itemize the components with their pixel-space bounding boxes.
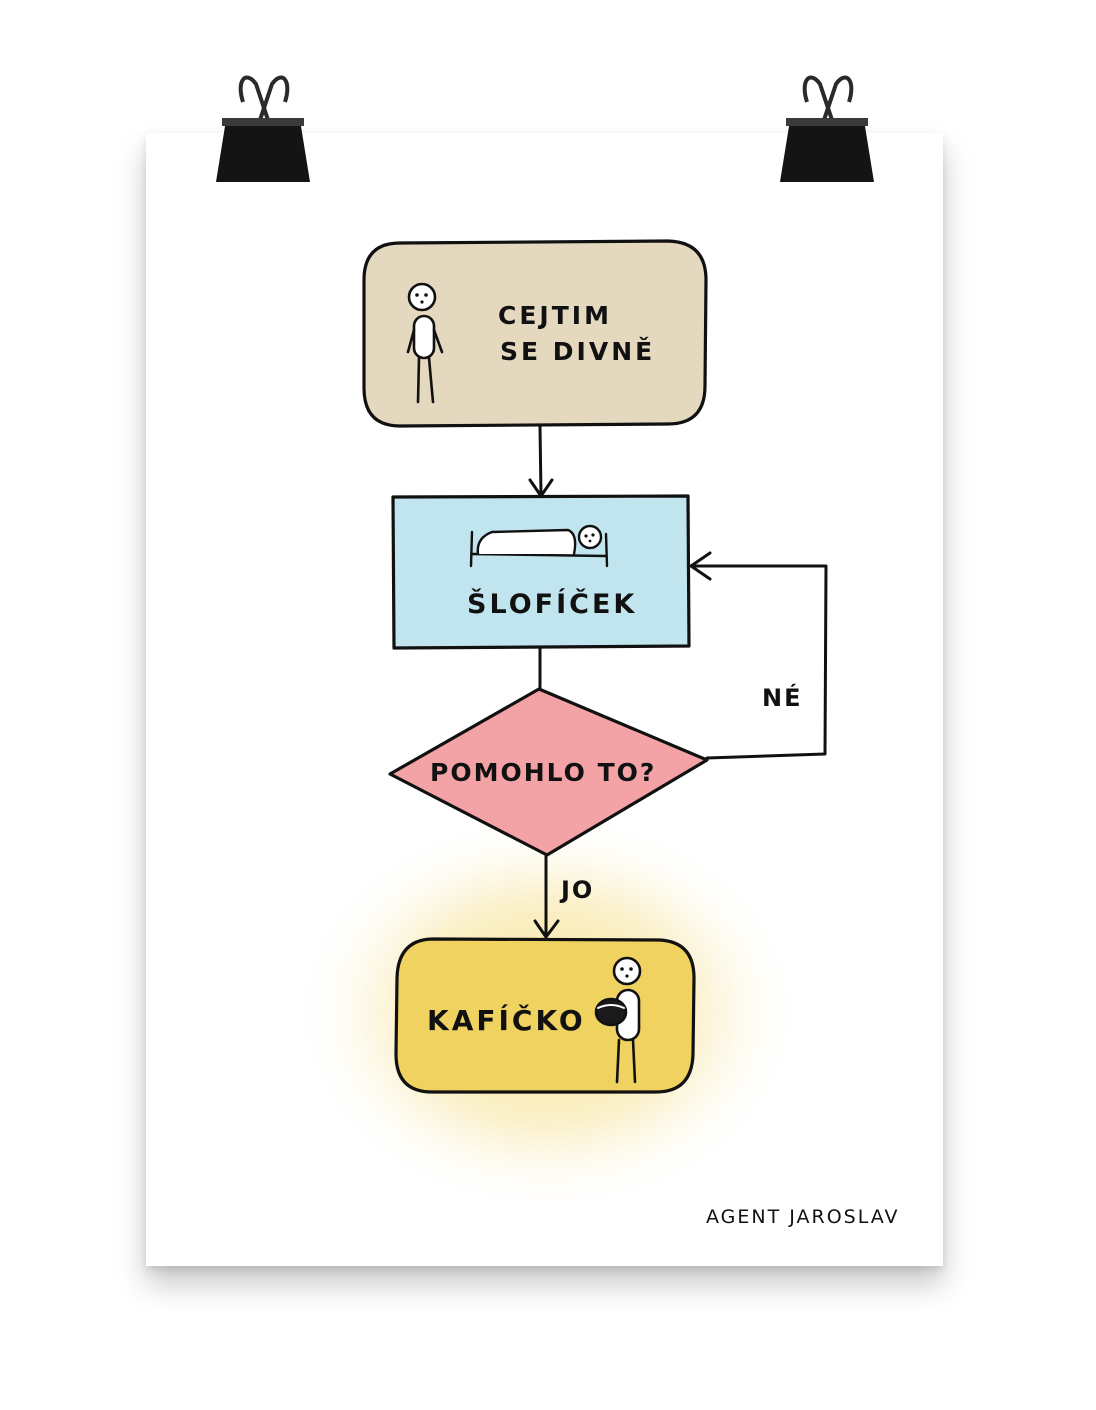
- process-node-label: ŠLOFÍČEK: [467, 588, 637, 620]
- edge-no-loop: [689, 551, 828, 760]
- edge-yes: [533, 854, 560, 939]
- person-standing-icon: [406, 282, 444, 404]
- process-node: ŠLOFÍČEK: [391, 494, 691, 650]
- decision-node-label: POMOHLO TO?: [430, 758, 656, 787]
- binder-clip-right-icon: [780, 75, 874, 182]
- edge-yes-label: JO: [559, 876, 594, 904]
- end-node: KAFÍČKO: [394, 937, 696, 1094]
- start-node-line1: CEJTIM: [498, 301, 612, 330]
- start-node-shape: [362, 239, 708, 428]
- process-node-shape: [391, 494, 691, 650]
- binder-clip-left-icon: [216, 75, 310, 182]
- signature: AGENT JAROSLAV: [706, 1206, 900, 1228]
- bed-sleeping-person-icon: [469, 524, 609, 568]
- start-node-line2: SE DIVNĚ: [500, 337, 655, 366]
- start-node: CEJTIM SE DIVNĚ: [362, 239, 708, 428]
- person-holding-coffee-icon: [594, 956, 642, 1084]
- edge-no-label: NÉ: [762, 683, 802, 712]
- edge-start-to-process: [528, 424, 554, 498]
- end-node-label: KAFÍČKO: [427, 1003, 586, 1037]
